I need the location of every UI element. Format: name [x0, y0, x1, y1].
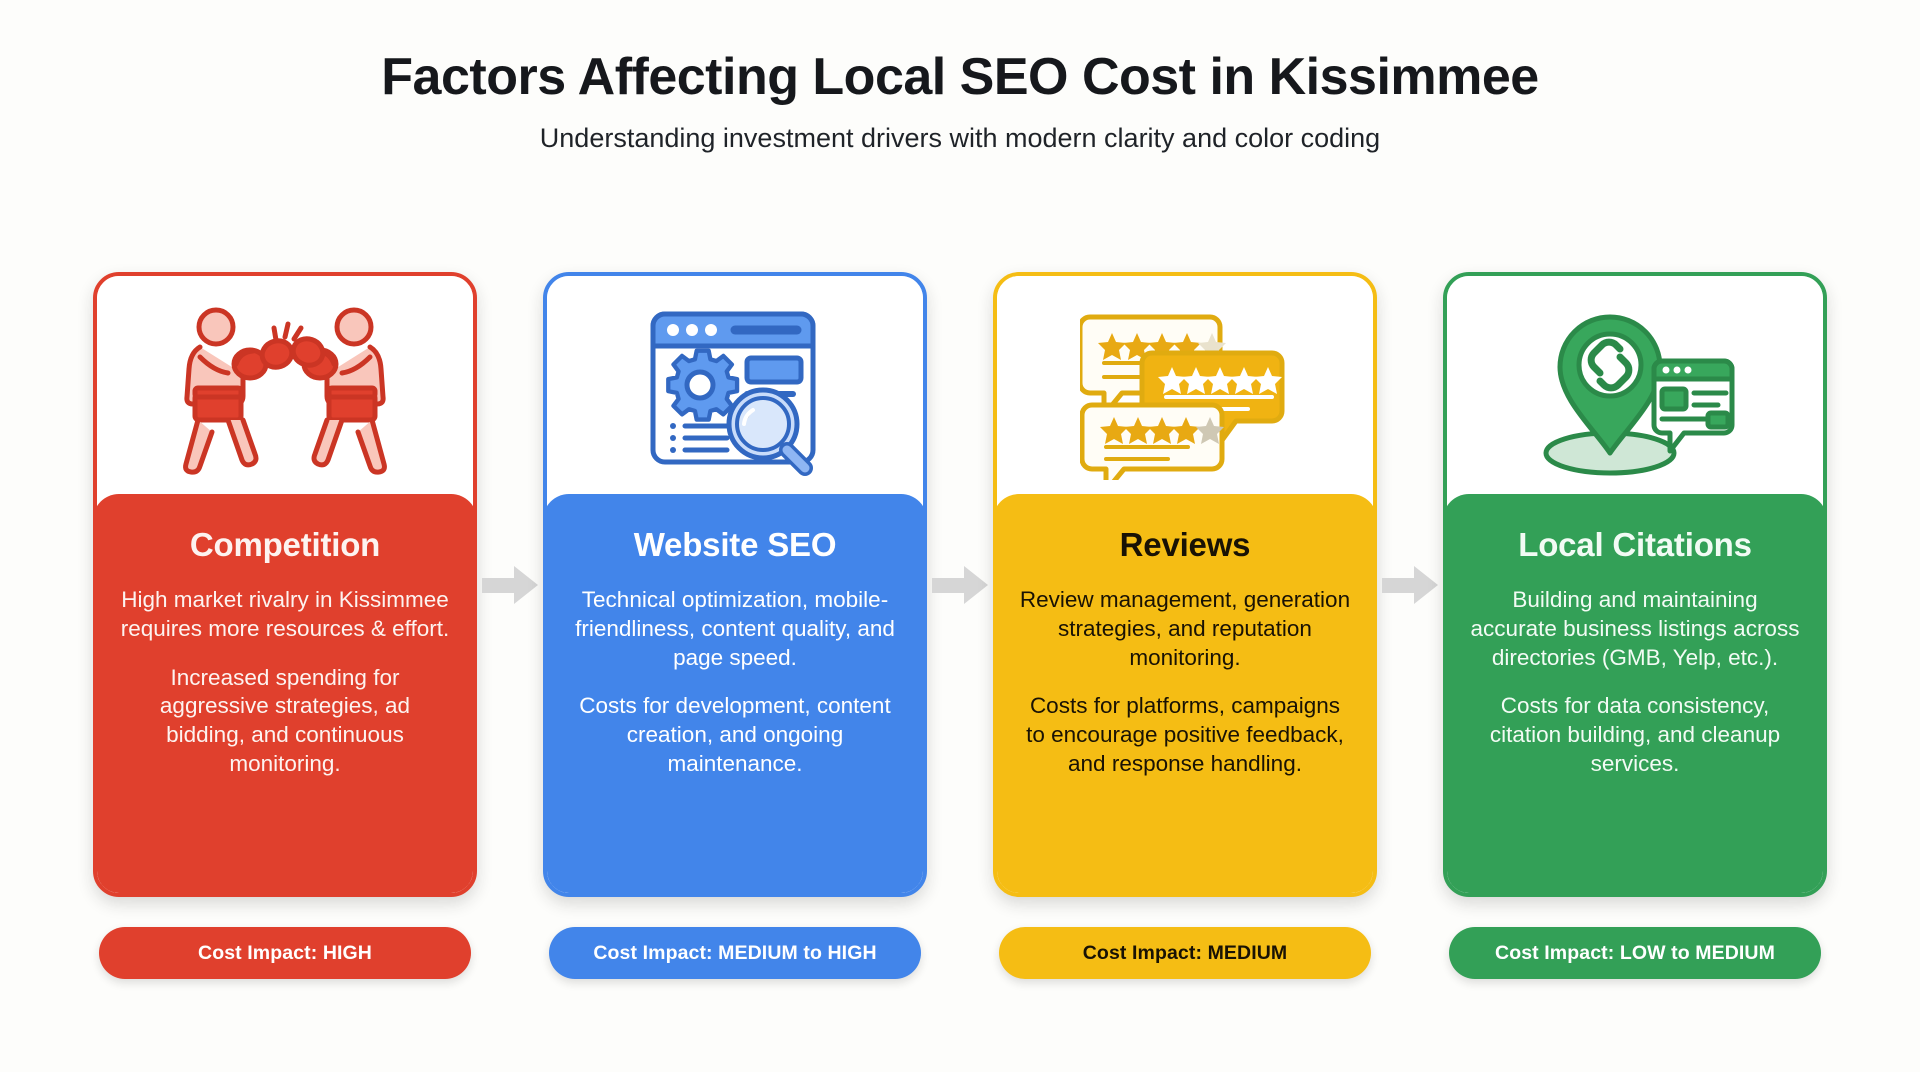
card-paragraph-1: High market rivalry in Kissimmee require…	[120, 586, 450, 641]
card-paragraph-1: Review management, generation strategies…	[1019, 586, 1351, 670]
browser-gear-search-icon	[547, 276, 923, 508]
card-paragraph-2: Costs for development, content creation,…	[579, 693, 891, 776]
card-title: Website SEO	[633, 526, 837, 563]
card-body-website-seo: Website SEO Technical optimization, mobi…	[547, 494, 923, 893]
arrow-head	[1414, 565, 1438, 604]
arrow-head	[964, 565, 988, 604]
arrow-shaft	[482, 577, 516, 593]
card-body-competition: Competition High market rivalry in Kissi…	[97, 494, 473, 893]
card-paragraph-2: Costs for platforms, campaigns to encour…	[1026, 693, 1344, 776]
boxing-gloves-icon	[97, 276, 473, 508]
card-body-reviews: Reviews Review management, generation st…	[997, 494, 1373, 893]
card-title: Competition	[189, 526, 381, 563]
card-paragraph-2: Increased spending for aggressive strate…	[159, 664, 411, 776]
card-slot-reviews: Reviews Review management, generation st…	[993, 272, 1377, 979]
arrow-shaft	[932, 577, 966, 593]
cost-impact-badge-reviews[interactable]: Cost Impact: MEDIUM	[999, 927, 1371, 979]
card-slot-local-citations: Local Citations Building and maintaining…	[1443, 272, 1827, 979]
card-body-local-citations: Local Citations Building and maintaining…	[1447, 494, 1823, 893]
arrow-shaft	[1382, 577, 1416, 593]
card-paragraph-1: Technical optimization, mobile-friendlin…	[575, 586, 895, 670]
factor-card-website-seo[interactable]: Website SEO Technical optimization, mobi…	[543, 272, 927, 897]
connector-arrow-3	[1377, 272, 1443, 897]
factor-card-reviews[interactable]: Reviews Review management, generation st…	[993, 272, 1377, 897]
header: Factors Affecting Local SEO Cost in Kiss…	[0, 0, 1920, 155]
cost-impact-badge-competition[interactable]: Cost Impact: HIGH	[99, 927, 471, 979]
arrow-right-icon	[932, 565, 988, 604]
card-slot-website-seo: Website SEO Technical optimization, mobi…	[543, 272, 927, 979]
page-subtitle: Understanding investment drivers with mo…	[539, 123, 1381, 154]
card-title: Local Citations	[1518, 526, 1752, 563]
connector-arrow-1	[477, 272, 543, 897]
arrow-right-icon	[482, 565, 538, 604]
arrow-right-icon	[1382, 565, 1438, 604]
map-pin-link-listing-icon	[1447, 276, 1823, 508]
cost-impact-badge-local-citations[interactable]: Cost Impact: LOW to MEDIUM	[1449, 927, 1821, 979]
page-title: Factors Affecting Local SEO Cost in Kiss…	[381, 48, 1539, 106]
connector-arrow-2	[927, 272, 993, 897]
cost-impact-badge-website-seo[interactable]: Cost Impact: MEDIUM to HIGH	[549, 927, 921, 979]
arrow-head	[514, 565, 538, 604]
card-paragraph-2: Costs for data consistency, citation bui…	[1489, 693, 1781, 776]
star-review-bubbles-icon	[997, 276, 1373, 508]
factor-card-local-citations[interactable]: Local Citations Building and maintaining…	[1443, 272, 1827, 897]
card-slot-competition: Competition High market rivalry in Kissi…	[93, 272, 477, 979]
card-paragraph-1: Building and maintaining accurate busine…	[1470, 586, 1800, 670]
card-title: Reviews	[1119, 526, 1251, 563]
factor-cards-row: Competition High market rivalry in Kissi…	[0, 272, 1920, 979]
factor-card-competition[interactable]: Competition High market rivalry in Kissi…	[93, 272, 477, 897]
